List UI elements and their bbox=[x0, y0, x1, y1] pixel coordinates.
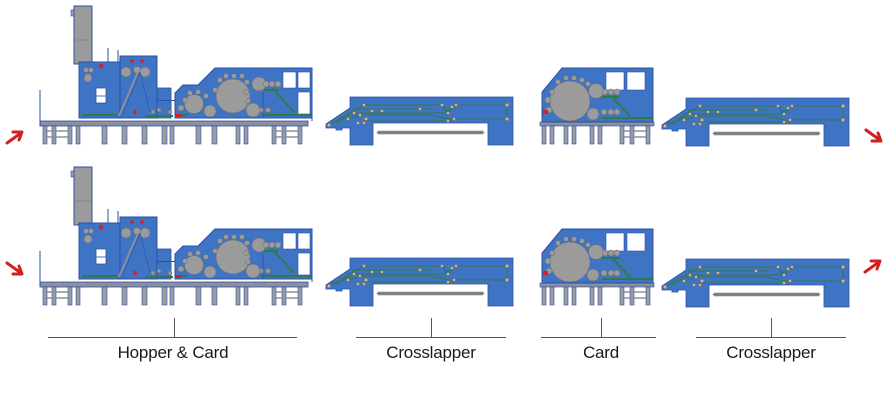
section-label-card: Card bbox=[582, 343, 620, 362]
crosslapper-machine bbox=[661, 258, 850, 308]
card-machine bbox=[539, 67, 655, 145]
crosslapper-machine bbox=[661, 97, 850, 147]
section-label-crosslapper-2: Crosslapper bbox=[726, 343, 816, 362]
section-label-crosslapper-1: Crosslapper bbox=[386, 343, 476, 362]
section-label-hopper-card: Hopper & Card bbox=[117, 343, 229, 362]
crosslapper-machine bbox=[325, 96, 514, 146]
hopper-and-card-machine bbox=[39, 166, 313, 306]
flow-out-arrow-icon bbox=[864, 128, 883, 143]
bracket-crosslapper-2 bbox=[696, 318, 846, 338]
flow-out-arrow-icon bbox=[863, 259, 882, 274]
bracket-crosslapper-1 bbox=[356, 318, 506, 338]
flow-in-arrow-icon bbox=[5, 130, 24, 145]
card-machine bbox=[539, 228, 655, 306]
hopper-and-card-machine bbox=[39, 5, 313, 145]
bracket-hopper-card bbox=[48, 318, 297, 338]
bracket-card bbox=[541, 318, 656, 338]
flow-in-arrow-icon bbox=[5, 261, 24, 276]
crosslapper-machine bbox=[325, 257, 514, 307]
line-2 bbox=[5, 166, 882, 308]
section-brackets bbox=[48, 318, 846, 338]
line-1 bbox=[5, 5, 883, 147]
